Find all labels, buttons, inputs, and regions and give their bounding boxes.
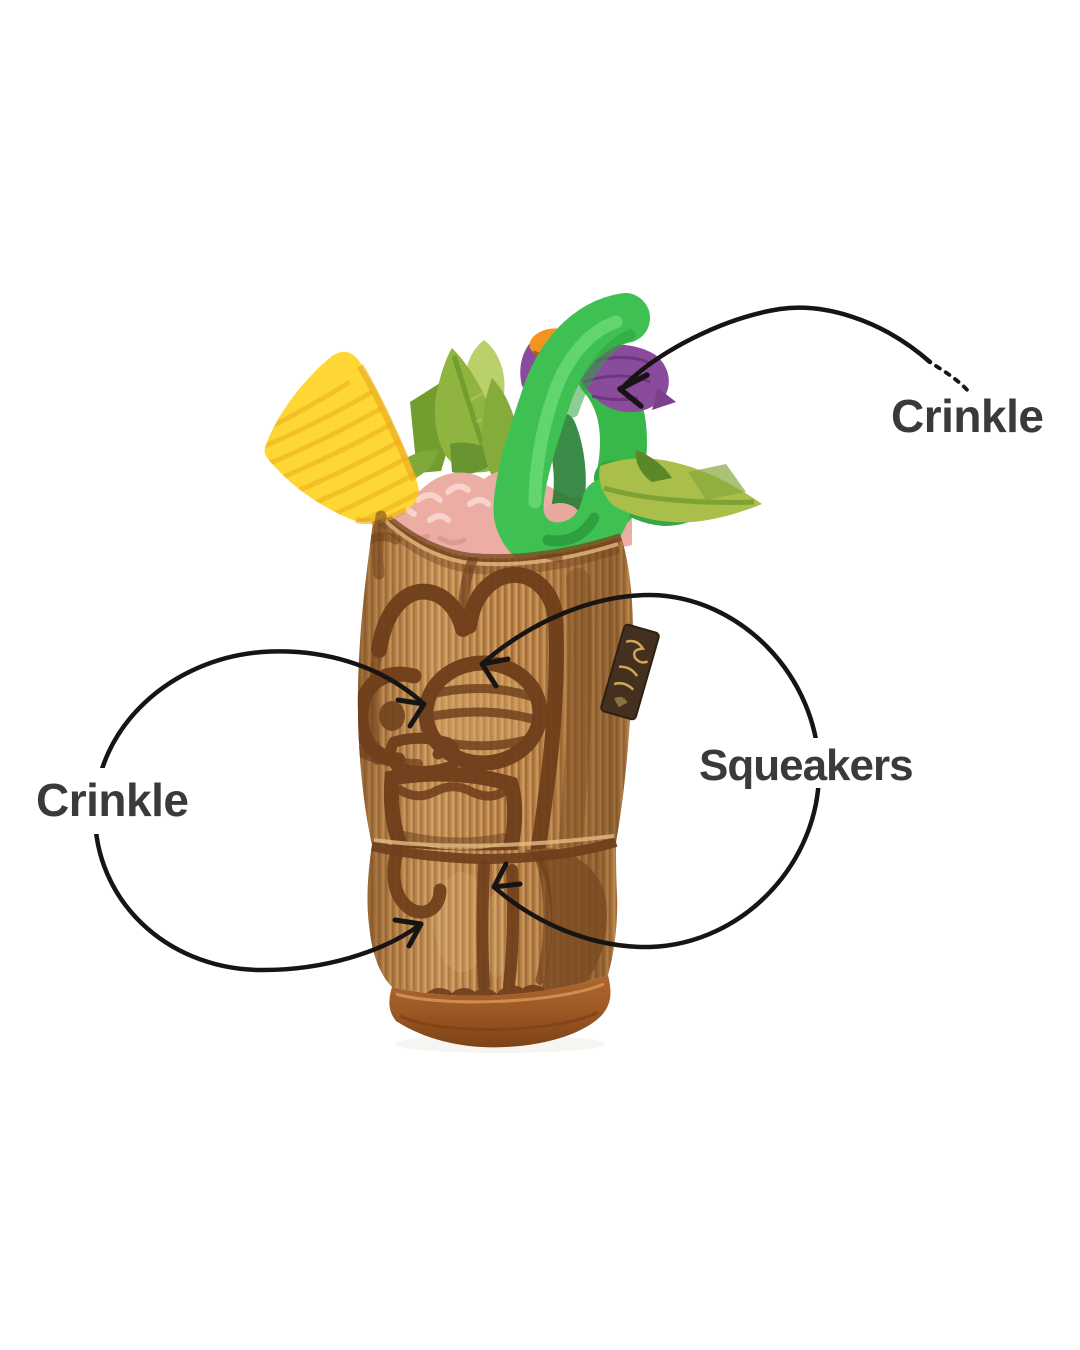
svg-text:Crinkle: Crinkle [36, 774, 188, 826]
svg-text:Crinkle: Crinkle [891, 390, 1043, 442]
svg-text:Squeakers: Squeakers [699, 741, 913, 790]
